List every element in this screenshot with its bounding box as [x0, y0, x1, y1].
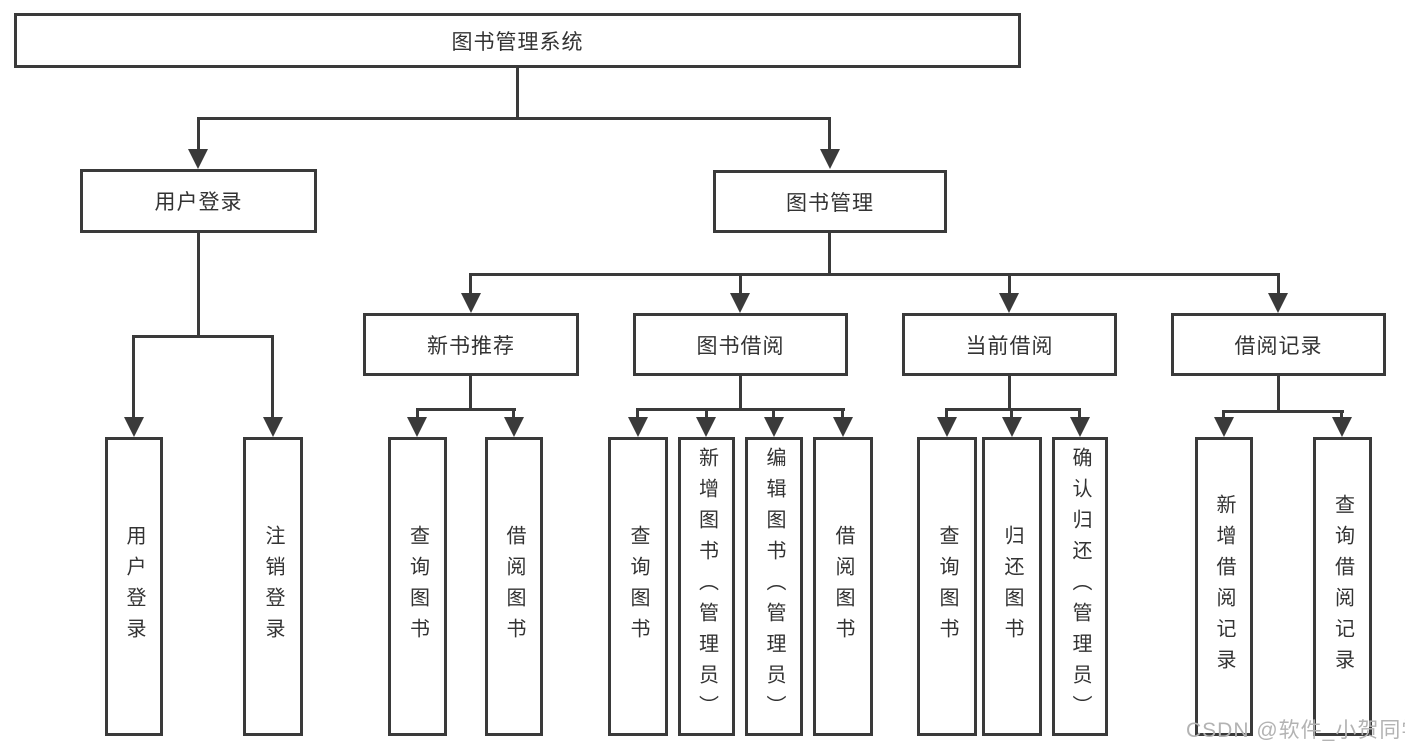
arrowhead-icon [1070, 417, 1090, 437]
connector-leaf-stem [132, 335, 135, 421]
node-borrow-record: 借阅记录 [1171, 313, 1386, 376]
leaf-current-confirm-return-admin: 确认归还（管理员） [1052, 437, 1108, 736]
connector-new-book-down [469, 376, 472, 410]
connector-leaf-stem [1222, 410, 1225, 421]
node-label: 新增借阅记录 [1213, 493, 1235, 680]
leaf-newbook-borrow-books: 借阅图书 [485, 437, 543, 736]
arrowhead-icon [820, 149, 840, 169]
node-label: 用户登录 [123, 524, 145, 649]
connector-book-mgmt-down [828, 233, 831, 276]
node-label: 用户登录 [154, 191, 243, 214]
node-label: 图书管理 [786, 191, 874, 215]
connector-groupD-crossbar [945, 408, 1081, 411]
arrowhead-icon [1214, 417, 1234, 437]
connector-root-crossbar [197, 117, 831, 120]
connector-leaf-stem [841, 408, 844, 421]
node-label: 当前借阅 [965, 334, 1054, 358]
node-current-borrow: 当前借阅 [902, 313, 1117, 376]
arrowhead-icon [696, 417, 716, 437]
arrowhead-icon [504, 417, 524, 437]
connector-book-borrow-down [739, 376, 742, 410]
arrowhead-icon [263, 417, 283, 437]
leaf-newbook-query-books: 查询图书 [388, 437, 447, 736]
leaf-record-query-borrow-record: 查询借阅记录 [1313, 437, 1372, 736]
node-label: 确认归还（管理员） [1069, 447, 1091, 726]
node-label: 借阅图书 [832, 524, 854, 649]
leaf-current-query-books: 查询图书 [917, 437, 977, 736]
arrowhead-icon [461, 293, 481, 313]
leaf-record-add-borrow-record: 新增借阅记录 [1195, 437, 1253, 736]
node-label: 查询图书 [936, 524, 958, 649]
node-label: 图书借阅 [696, 334, 785, 358]
arrowhead-icon [1332, 417, 1352, 437]
leaf-borrow-add-books-admin: 新增图书（管理员） [678, 437, 735, 736]
connector-user-login-down [197, 233, 200, 338]
leaf-user-login: 用户登录 [105, 437, 163, 736]
connector-groupC-crossbar [636, 408, 845, 411]
connector-leaf-stem [636, 408, 639, 421]
leaf-logout-login: 注销登录 [243, 437, 303, 736]
connector-book-mgmt-stem [828, 117, 831, 152]
connector-leaf-stem [1010, 408, 1013, 421]
connector-leaf-stem [772, 408, 775, 421]
leaf-borrow-borrow-books: 借阅图书 [813, 437, 873, 736]
connector-leaf-stem [512, 408, 515, 421]
arrowhead-icon [124, 417, 144, 437]
arrowhead-icon [730, 293, 750, 313]
connector-leaf-stem [945, 408, 948, 421]
node-label: 查询图书 [627, 524, 649, 649]
arrowhead-icon [999, 293, 1019, 313]
leaf-borrow-query-books: 查询图书 [608, 437, 668, 736]
connector-borrow-record-down [1277, 376, 1280, 412]
connector-groupB-crossbar [416, 408, 516, 411]
connector-leaf-stem [705, 408, 708, 421]
node-label: 注销登录 [262, 524, 284, 649]
arrowhead-icon [1268, 293, 1288, 313]
connector-current-borrow-down [1008, 376, 1011, 410]
connector-groupA-crossbar [132, 335, 274, 338]
node-label: 编辑图书（管理员） [763, 447, 785, 726]
arrowhead-icon [188, 149, 208, 169]
connector-leaf-stem [416, 408, 419, 421]
connector-groupE-crossbar [1222, 410, 1344, 413]
connector-new-book-stem [469, 273, 472, 297]
node-label: 查询借阅记录 [1331, 493, 1354, 680]
connector-current-borrow-stem [1008, 273, 1011, 297]
connector-user-login-stem [197, 117, 200, 152]
arrowhead-icon [833, 417, 853, 437]
connector-borrow-record-stem [1277, 273, 1280, 297]
connector-leaf-stem [1078, 408, 1081, 421]
arrowhead-icon [628, 417, 648, 437]
connector-leaf-stem [1340, 410, 1343, 421]
connector-leaf-stem [271, 335, 274, 421]
node-new-book-recommend: 新书推荐 [363, 313, 579, 376]
leaf-borrow-edit-books-admin: 编辑图书（管理员） [745, 437, 803, 736]
node-library-management-system: 图书管理系统 [14, 13, 1021, 68]
node-book-management: 图书管理 [713, 170, 947, 233]
node-user-login: 用户登录 [80, 169, 317, 233]
connector-level3-crossbar [469, 273, 1280, 276]
leaf-current-return-books: 归还图书 [982, 437, 1042, 736]
arrowhead-icon [937, 417, 957, 437]
arrowhead-icon [407, 417, 427, 437]
node-book-borrow: 图书借阅 [633, 313, 848, 376]
node-label: 归还图书 [1001, 524, 1023, 649]
node-label: 新增图书（管理员） [695, 447, 718, 726]
connector-root-stem [516, 68, 519, 118]
node-label: 查询图书 [406, 524, 429, 649]
node-label: 图书管理系统 [451, 30, 584, 54]
node-label: 借阅记录 [1234, 334, 1323, 358]
node-label: 新书推荐 [427, 334, 515, 358]
arrowhead-icon [1002, 417, 1022, 437]
connector-book-borrow-stem [739, 273, 742, 297]
arrowhead-icon [764, 417, 784, 437]
csdn-watermark: CSDN @软件_小贺同学 [1186, 719, 1405, 742]
node-label: 借阅图书 [503, 524, 525, 649]
